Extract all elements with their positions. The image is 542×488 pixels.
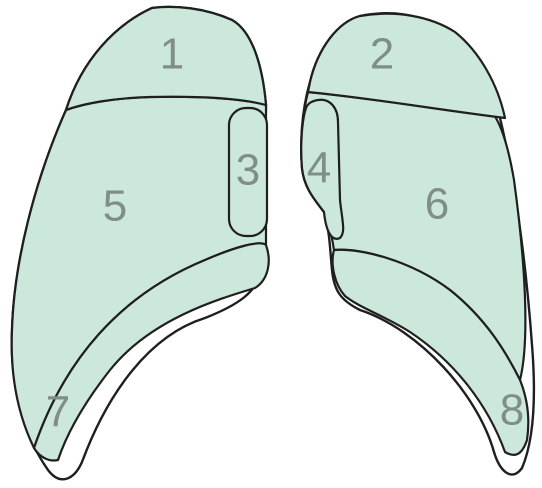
segment-3-label: 3 bbox=[236, 146, 260, 195]
segment-6-label: 6 bbox=[425, 180, 449, 229]
segment-5-label: 5 bbox=[103, 182, 127, 231]
segment-2-label: 2 bbox=[370, 30, 394, 79]
segment-8-label: 8 bbox=[500, 386, 524, 435]
segment-1-label: 1 bbox=[160, 30, 184, 79]
segment-4-label: 4 bbox=[307, 144, 331, 193]
segment-7-label: 7 bbox=[46, 388, 70, 437]
